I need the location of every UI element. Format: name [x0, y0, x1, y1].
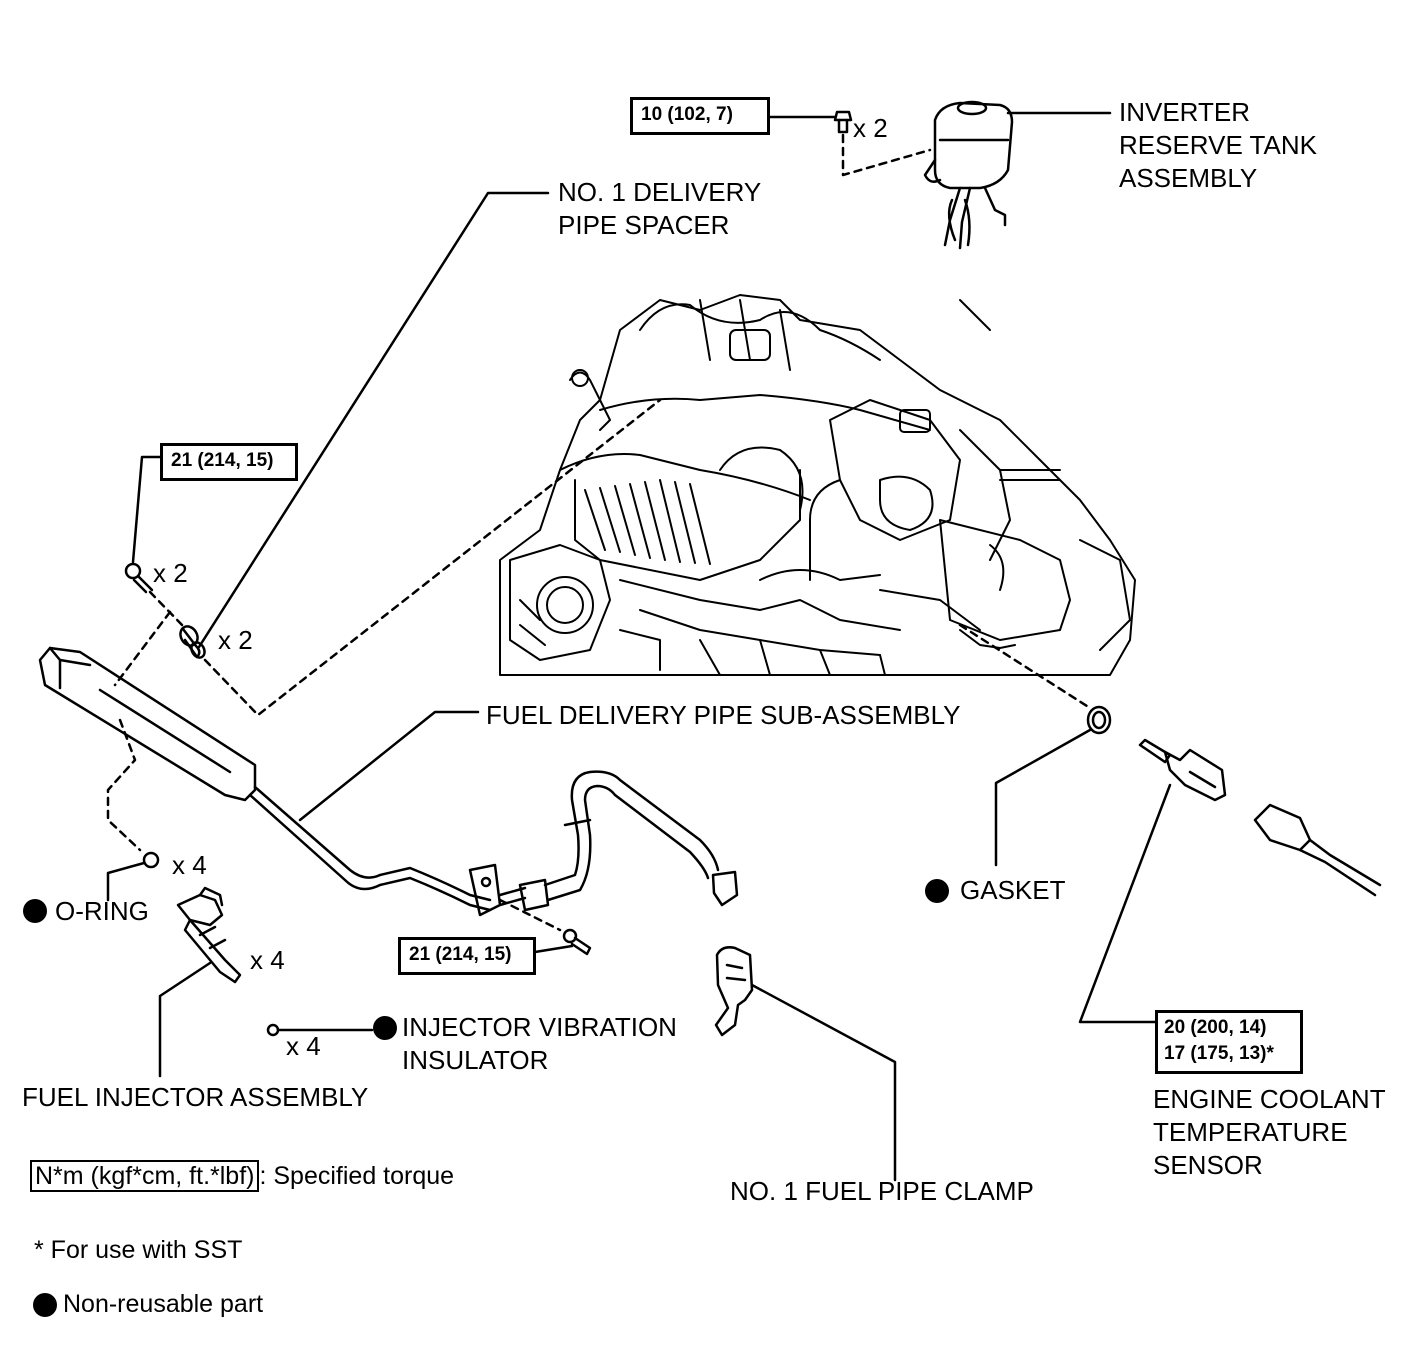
fuel-pipe-clamp-illustration: [714, 946, 754, 1037]
coolant-sensor-illustration: [1138, 738, 1227, 802]
leader-o-ring: [106, 861, 146, 902]
non-reusable-marker-insulator: [373, 1016, 397, 1040]
o-ring-illustration: [142, 851, 160, 869]
legend-non-reusable-marker: [33, 1293, 57, 1317]
label-injector-vibration-insulator: INJECTOR VIBRATION INSULATOR: [402, 1011, 677, 1077]
leader-clamp-bolt: [533, 944, 574, 954]
qty-insulator: x 4: [286, 1031, 321, 1061]
leader-bolt-torque: [131, 455, 162, 564]
fuel-injector-illustration: [176, 886, 242, 984]
label-o-ring: O-RING: [55, 896, 149, 926]
torque-clamp-bolt: 21 (214, 15): [398, 937, 536, 975]
label-delivery-pipe-spacer: NO. 1 DELIVERY PIPE SPACER: [558, 176, 761, 242]
legend-sst-note: * For use with SST: [34, 1236, 243, 1264]
leader-delivery-pipe: [298, 710, 480, 822]
label-fuel-pipe-clamp: NO. 1 FUEL PIPE CLAMP: [730, 1176, 1034, 1206]
qty-delivery-pipe-bolt: x 2: [153, 558, 188, 588]
label-line: INJECTOR VIBRATION: [402, 1012, 677, 1042]
gasket-illustration: [1086, 705, 1112, 735]
legend-torque-desc: : Specified torque: [259, 1162, 455, 1190]
inverter-bolt: [833, 110, 853, 134]
leader-spacer: [197, 191, 550, 649]
label-line: SENSOR: [1153, 1150, 1263, 1180]
label-line: INVERTER: [1119, 97, 1250, 127]
label-gasket: GASKET: [960, 875, 1066, 905]
qty-spacer: x 2: [218, 625, 253, 655]
torque-coolant-sensor: 20 (200, 14) 17 (175, 13)*: [1155, 1010, 1303, 1074]
label-line: RESERVE TANK: [1119, 130, 1317, 160]
torque-delivery-pipe-bolt: 21 (214, 15): [160, 443, 298, 481]
delivery-pipe-bolt: [124, 562, 154, 594]
leader-gasket: [994, 728, 1092, 867]
leader-coolant-sensor: [1078, 783, 1172, 1024]
qty-injector: x 4: [250, 945, 285, 975]
label-line: ENGINE COOLANT: [1153, 1084, 1386, 1114]
torque-coolant-sensor-standard: 20 (200, 14): [1164, 1017, 1267, 1038]
label-line: INSULATOR: [402, 1045, 549, 1075]
non-reusable-marker-gasket: [925, 879, 949, 903]
label-engine-coolant-sensor: ENGINE COOLANT TEMPERATURE SENSOR: [1153, 1083, 1386, 1182]
engine-illustration: [499, 294, 1136, 676]
inverter-reserve-tank-illustration: [923, 100, 1014, 250]
legend-non-reusable: Non-reusable part: [63, 1290, 264, 1318]
sensor-connector-illustration: [1253, 803, 1382, 897]
leader-fuel-pipe-clamp: [750, 983, 897, 1182]
delivery-pipe-spacer: [179, 625, 206, 659]
clamp-bolt: [562, 928, 592, 956]
label-line: ASSEMBLY: [1119, 163, 1258, 193]
torque-inverter-bolt: 10 (102, 7): [630, 97, 770, 135]
qty-inverter-bolt: x 2: [853, 113, 888, 143]
fuel-delivery-pipe-illustration: [38, 646, 739, 917]
label-fuel-injector: FUEL INJECTOR ASSEMBLY: [22, 1082, 369, 1112]
legend-torque: N*m (kgf*cm, ft.*lbf): Specified torque: [30, 1160, 455, 1192]
label-line: PIPE SPACER: [558, 210, 730, 240]
non-reusable-marker-o-ring: [23, 899, 47, 923]
label-line: NO. 1 DELIVERY: [558, 177, 762, 207]
torque-coolant-sensor-sst: 17 (175, 13)*: [1164, 1043, 1274, 1064]
label-line: TEMPERATURE: [1153, 1117, 1348, 1147]
injector-vibration-insulator-illustration: [266, 1023, 280, 1037]
label-fuel-delivery-pipe: FUEL DELIVERY PIPE SUB-ASSEMBLY: [486, 700, 961, 730]
leader-injector: [158, 961, 212, 1078]
qty-o-ring: x 4: [172, 850, 207, 880]
legend-torque-unit: N*m (kgf*cm, ft.*lbf): [30, 1160, 260, 1192]
label-inverter-reserve-tank: INVERTER RESERVE TANK ASSEMBLY: [1119, 96, 1317, 195]
